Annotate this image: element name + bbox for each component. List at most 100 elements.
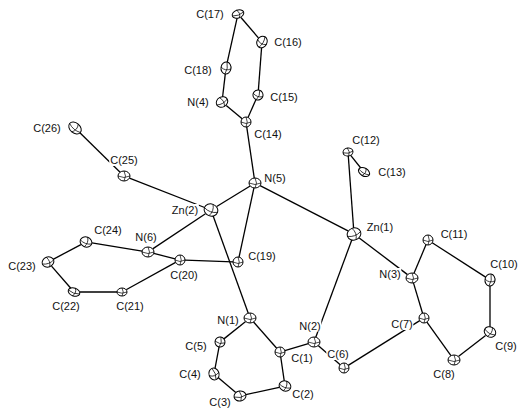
- atom-label: N(3): [378, 268, 401, 280]
- atom-ellipsoid: C(25): [117, 170, 131, 182]
- ellipsoid-shape: [418, 312, 430, 324]
- atom-ellipsoid: C(20): [174, 254, 186, 266]
- bond-line: [126, 262, 176, 289]
- ellipsoid-shape: [203, 203, 219, 217]
- bond-line: [79, 132, 120, 172]
- atom-label: C(25): [109, 154, 139, 166]
- atom-label: C(24): [93, 224, 123, 236]
- atom-label: C(1): [290, 352, 313, 364]
- atom-label: C(16): [273, 36, 303, 48]
- atom-label: C(15): [269, 91, 299, 103]
- bond-line: [153, 214, 206, 249]
- bond-line: [281, 357, 285, 381]
- bond-line: [227, 18, 237, 62]
- atom-label: C(6): [326, 348, 349, 360]
- atom-ellipsoid: C(3): [233, 390, 247, 402]
- atom-label: N(4): [186, 96, 209, 108]
- atom-ellipsoid: C(2): [278, 380, 292, 392]
- atom-ellipsoid: Zn(1): [346, 227, 362, 241]
- ellipsoid-shape: [67, 287, 81, 297]
- ellipsoid-shape: [346, 227, 362, 241]
- bond-line: [52, 266, 71, 288]
- atom-label: C(12): [351, 134, 381, 146]
- ellipsoid-shape: [231, 9, 245, 19]
- atom-label: C(14): [253, 128, 283, 140]
- atom-label: C(5): [184, 340, 207, 352]
- bond-line: [226, 106, 242, 119]
- ellipsoid-shape: [117, 170, 131, 182]
- ellipsoid-shape: [338, 362, 350, 374]
- atom-ellipsoid: N(6): [141, 246, 155, 258]
- atom-label: N(1): [216, 314, 239, 326]
- bond-line: [414, 245, 426, 274]
- atom-label: C(20): [169, 269, 199, 281]
- ellipsoid-shape: [232, 256, 244, 268]
- ellipsoid-shape: [307, 336, 321, 348]
- ellipsoid-shape: [233, 390, 247, 402]
- ellipsoid-shape: [447, 354, 461, 366]
- bond-line: [285, 344, 309, 351]
- atom-ellipsoid: N(5): [248, 177, 262, 189]
- atom-label: C(23): [7, 260, 37, 272]
- bond-line: [218, 377, 236, 392]
- ellipsoid-shape: [240, 116, 252, 128]
- atom-ellipsoid: C(23): [41, 256, 55, 268]
- ellipsoid-shape: [208, 367, 220, 381]
- ellipsoid-shape: [342, 147, 354, 157]
- ellipsoid-shape: [483, 326, 497, 338]
- atom-label: C(19): [247, 250, 277, 262]
- atom-ellipsoid: N(2): [307, 336, 321, 348]
- atom-ellipsoid: C(14): [240, 116, 252, 128]
- bond-line: [351, 155, 361, 168]
- atom-ellipsoid: C(21): [116, 287, 128, 297]
- atom-ellipsoid: C(4): [208, 367, 220, 381]
- atom-label: C(9): [494, 340, 517, 352]
- atom-ellipsoid: Zn(2): [203, 203, 219, 217]
- ellipsoid-shape: [41, 256, 55, 268]
- ellipsoid-shape: [484, 273, 496, 287]
- ellipsoid-shape: [357, 167, 371, 177]
- bond-line: [260, 186, 348, 231]
- atom-label: C(2): [291, 388, 314, 400]
- atom-label: C(11): [440, 228, 469, 240]
- bond-line: [413, 283, 422, 313]
- atom-ellipsoid: C(7): [418, 312, 430, 324]
- ellipsoid-shape: [214, 336, 226, 348]
- ellipsoid-shape: [174, 254, 186, 266]
- ellipsoid-shape: [215, 96, 229, 108]
- ellipsoid-shape: [248, 177, 262, 189]
- atom-ellipsoid: C(17): [231, 9, 245, 19]
- bond-line: [213, 216, 248, 313]
- ellipsoid-shape: [116, 287, 128, 297]
- atom-ellipsoid: C(12): [342, 147, 354, 157]
- atom-label: Zn(1): [366, 221, 394, 233]
- ellipsoid-shape: [405, 272, 419, 284]
- ellipsoid-shape: [79, 236, 93, 248]
- atom-ellipsoid: C(6): [338, 362, 350, 374]
- atom-ellipsoid: C(19): [232, 256, 244, 268]
- bond-line: [53, 245, 81, 260]
- atom-ellipsoid: C(11): [422, 234, 434, 246]
- bond-line: [154, 253, 175, 258]
- ellipsoid-shape: [278, 380, 292, 392]
- atom-ellipsoid: N(3): [405, 272, 419, 284]
- atom-label: C(22): [51, 300, 81, 312]
- bond-line: [185, 260, 233, 262]
- atom-label: C(3): [208, 396, 231, 408]
- atom-label: N(5): [263, 172, 286, 184]
- ellipsoid-shape: [220, 61, 232, 75]
- bond-line: [223, 74, 226, 97]
- bond-line: [458, 335, 485, 356]
- ellipsoid-shape: [141, 246, 155, 258]
- atom-label: C(8): [432, 368, 455, 380]
- atom-ellipsoid: C(8): [447, 354, 461, 366]
- atom-ellipsoid: N(4): [215, 96, 229, 108]
- atom-ellipsoid: C(1): [274, 346, 286, 358]
- bond-line: [92, 243, 142, 251]
- bond-line: [427, 322, 451, 356]
- atom-ellipsoid: C(15): [252, 89, 264, 101]
- bond-line: [215, 347, 219, 368]
